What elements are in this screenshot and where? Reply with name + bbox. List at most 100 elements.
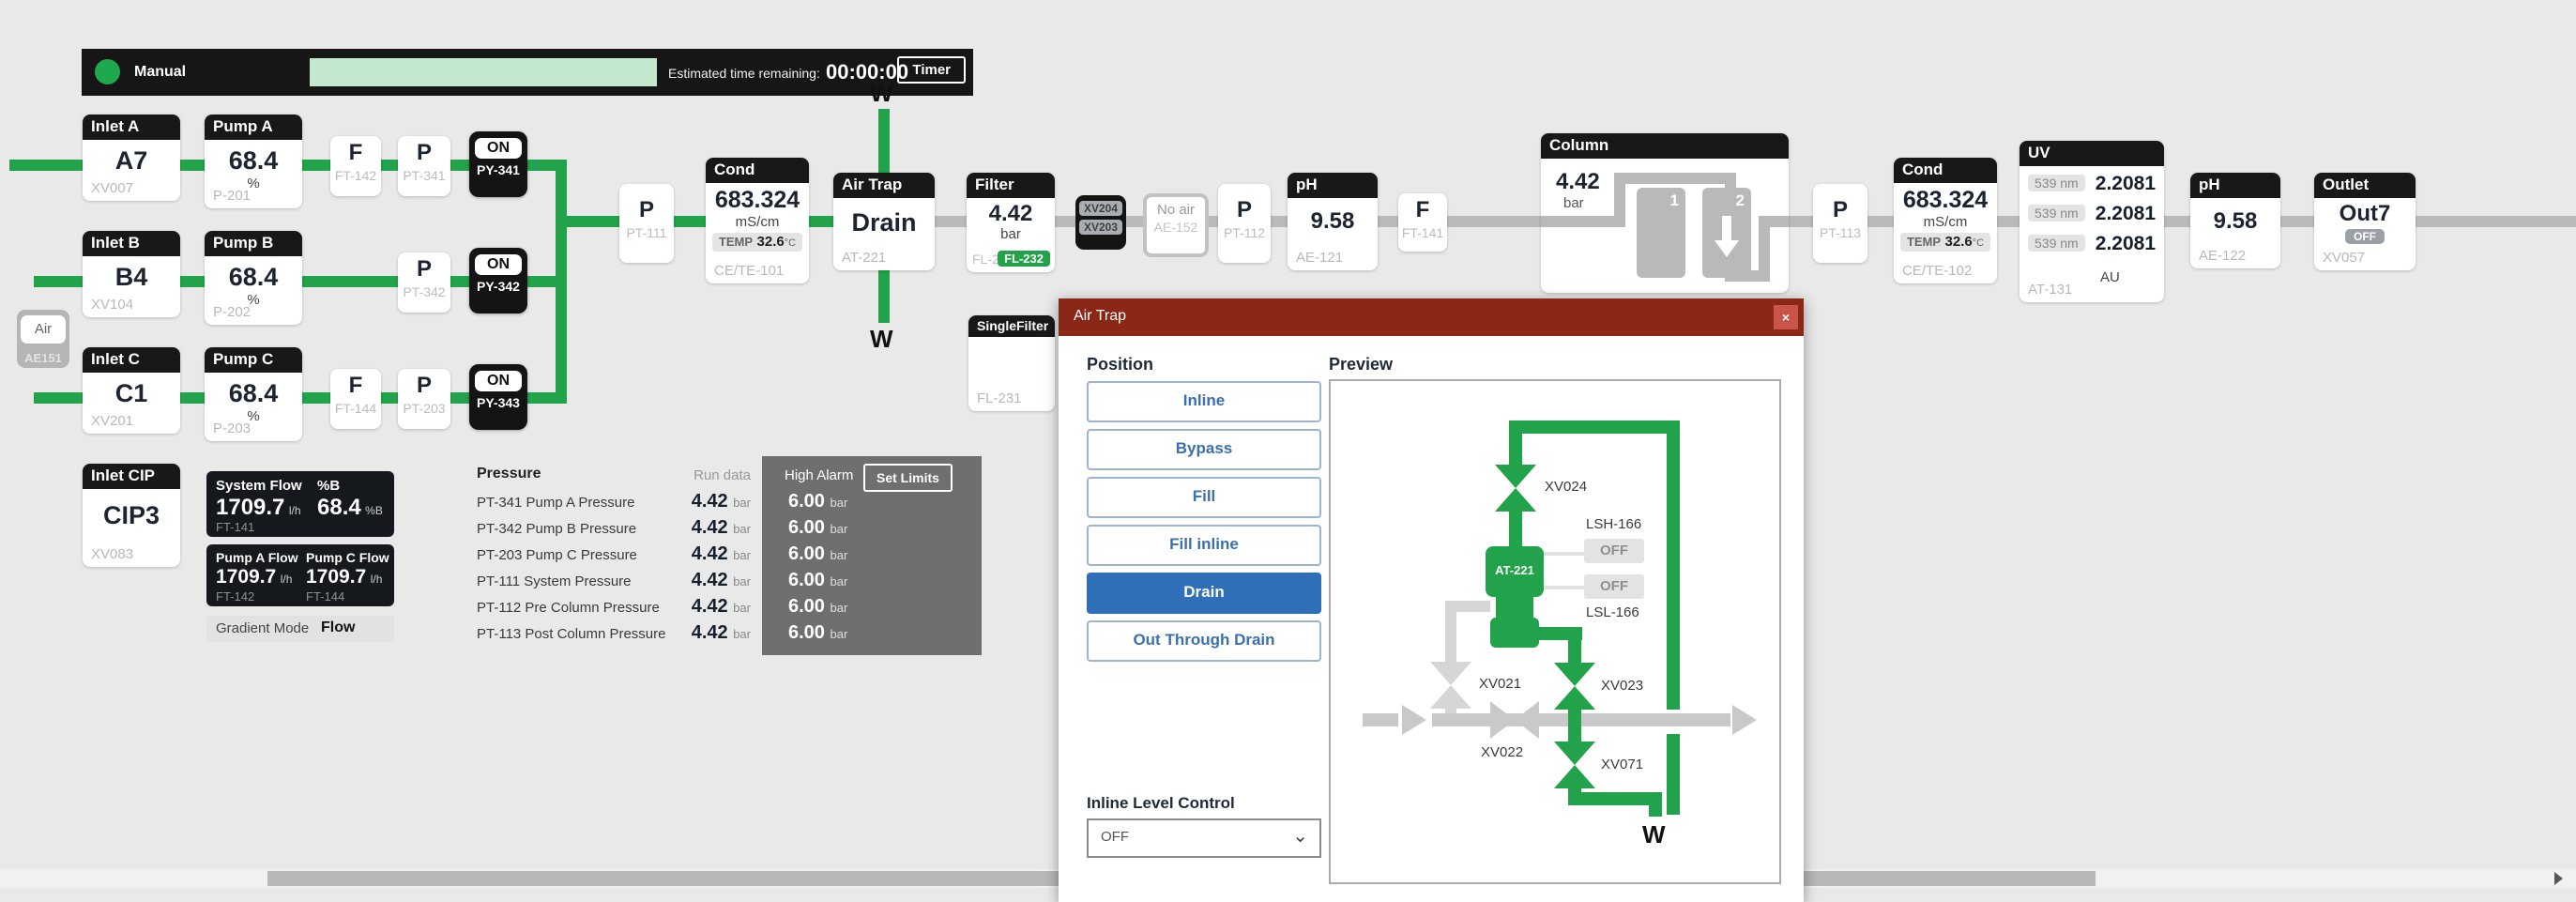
node-tag: P-201 — [213, 188, 252, 204]
node-pump-b[interactable]: Pump B 68.4 % P-202 — [205, 231, 302, 325]
pressure-row-label: PT-113 Post Column Pressure — [477, 626, 666, 642]
pressure-run-value: 4.42 bar — [691, 596, 751, 617]
pressure-row-label: PT-111 System Pressure — [477, 573, 632, 589]
valve-xv071-label: XV071 — [1601, 757, 1644, 772]
node-tag: XV201 — [91, 413, 134, 429]
valve-xv071-icon — [1554, 765, 1595, 788]
sensor-tag: FT-142 — [334, 168, 377, 183]
ph-value: 9.58 — [1310, 208, 1355, 234]
scrollbar-right-arrow-icon[interactable] — [2554, 872, 2563, 885]
inlet-b-position: B4 — [114, 263, 148, 291]
pipe — [1759, 216, 1789, 227]
run-progress-bar — [310, 58, 657, 86]
node-inlet-cip[interactable]: Inlet CIP CIP3 XV083 — [83, 464, 180, 567]
pressure-run-value: 4.42 bar — [691, 570, 751, 590]
sensor-letter: F — [1415, 197, 1430, 222]
uv-wavelength: 539 nm — [2028, 175, 2085, 191]
dialog-close-button[interactable]: × — [1774, 305, 1798, 329]
valve-group-xv204-xv203[interactable]: XV204 XV203 — [1075, 195, 1126, 250]
column-2-icon: 2 — [1702, 188, 1751, 278]
node-inlet-c[interactable]: Inlet C C1 XV201 — [83, 347, 180, 434]
dialog-title: Air Trap — [1074, 308, 1127, 324]
pump-b-unit: % — [247, 291, 260, 308]
sensor-pt112: P PT-112 — [1218, 184, 1271, 263]
air-sensor-ae152: No air AE-152 — [1143, 193, 1209, 257]
position-button-inline[interactable]: Inline — [1087, 381, 1321, 422]
sensor-pt113: P PT-113 — [1813, 184, 1867, 263]
valve-xv022-icon — [1515, 701, 1539, 739]
sensor-letter: P — [416, 373, 432, 398]
valve-py343[interactable]: ON PY-343 — [469, 364, 527, 430]
node-tag: CE/TE-102 — [1902, 263, 1973, 279]
sensor-letter: P — [1832, 197, 1848, 222]
valve-xv023-label: XV023 — [1601, 678, 1644, 694]
dialog-titlebar[interactable]: Air Trap × — [1059, 298, 1804, 336]
sensor-letter: P — [638, 197, 654, 222]
cond-value: 683.324 — [1902, 187, 1989, 213]
air-trap-vessel-label: AT-221 — [1495, 563, 1534, 577]
high-alarm-header: High Alarm — [785, 467, 854, 483]
flow-arrow-icon — [1402, 705, 1426, 735]
column-pressure-unit: bar — [1563, 195, 1584, 211]
pressure-alarm-value: 6.00 bar — [788, 570, 848, 590]
position-button-drain[interactable]: Drain — [1087, 573, 1321, 614]
node-single-filter[interactable]: SingleFilter FL-231 — [968, 315, 1055, 411]
node-filter[interactable]: Filter 4.42 bar FL-231 FL-232 — [967, 173, 1055, 272]
node-inlet-b[interactable]: Inlet B B4 XV104 — [83, 231, 180, 317]
node-title: Pump B — [205, 231, 302, 256]
pipe — [1614, 173, 1625, 227]
pipe — [1541, 216, 1625, 227]
timer-button[interactable]: Timer — [897, 56, 966, 84]
set-limits-button[interactable]: Set Limits — [863, 464, 953, 492]
position-button-bypass[interactable]: Bypass — [1087, 429, 1321, 470]
node-tag: XV104 — [91, 297, 134, 313]
node-tag: FL-231 — [977, 390, 1022, 406]
node-title: UV — [2020, 141, 2164, 166]
no-air-label: No air — [1156, 202, 1195, 218]
node-pump-c[interactable]: Pump C 68.4 % P-203 — [205, 347, 302, 441]
pressure-run-value: 4.42 bar — [691, 543, 751, 564]
temp-readout: TEMP 32.6°C — [1899, 232, 1991, 252]
system-flow-panel: System Flow 1709.7 l/h FT-141 %B 68.4 %B — [206, 471, 394, 537]
eta-value: 00:00:00 — [826, 60, 909, 84]
position-button-out-through-drain[interactable]: Out Through Drain — [1087, 620, 1321, 662]
node-outlet[interactable]: Outlet Out7 OFF XV057 — [2314, 173, 2416, 270]
lsh-166-state-badge: OFF — [1584, 539, 1644, 563]
valve-py342[interactable]: ON PY-342 — [469, 248, 527, 313]
node-tag: P-203 — [213, 420, 252, 436]
valve-py341[interactable]: ON PY-341 — [469, 131, 527, 197]
pressure-run-value: 4.42 bar — [691, 491, 751, 512]
pipe — [1509, 420, 1680, 434]
air-trap-position: Drain — [851, 208, 917, 237]
inline-level-control-select[interactable]: OFF ⌄ — [1087, 818, 1321, 858]
inlet-c-position: C1 — [114, 379, 148, 407]
percent-b-label: %B — [317, 478, 341, 494]
node-tag: XV057 — [2323, 250, 2366, 266]
node-air-trap[interactable]: Air Trap Drain AT-221 — [833, 173, 935, 270]
node-inlet-a[interactable]: Inlet A A7 XV007 — [83, 115, 180, 201]
pipe — [1759, 216, 1770, 282]
pressure-row-label: PT-341 Pump A Pressure — [477, 495, 635, 511]
pressure-alarm-value: 6.00 bar — [788, 517, 848, 538]
node-title: Inlet CIP — [83, 464, 180, 489]
lsh-166-label: LSH-166 — [1586, 516, 1642, 532]
node-pump-a[interactable]: Pump A 68.4 % P-201 — [205, 115, 302, 208]
node-tag: AE-122 — [2199, 248, 2247, 264]
node-ph-2: pH 9.58 AE-122 — [2190, 173, 2280, 268]
position-section-label: Position — [1087, 355, 1153, 374]
sensor-tag: PT-111 — [626, 225, 667, 240]
position-button-fill-inline[interactable]: Fill inline — [1087, 525, 1321, 566]
pipe — [1568, 627, 1581, 665]
air-sensor-tag: AE151 — [24, 351, 62, 365]
filter-unit: bar — [1000, 226, 1021, 243]
sensor-pt203: P PT-203 — [398, 369, 450, 429]
pipe — [556, 160, 567, 404]
valve-state: ON — [475, 138, 522, 159]
position-button-fill[interactable]: Fill — [1087, 477, 1321, 518]
pressure-alarm-value: 6.00 bar — [788, 543, 848, 564]
pump-a-flow-tag: FT-142 — [216, 589, 255, 604]
pipe — [1667, 420, 1680, 710]
column-1-icon: 1 — [1637, 188, 1685, 278]
waste-label-top: W — [870, 79, 893, 107]
sensor-letter: F — [348, 140, 363, 165]
